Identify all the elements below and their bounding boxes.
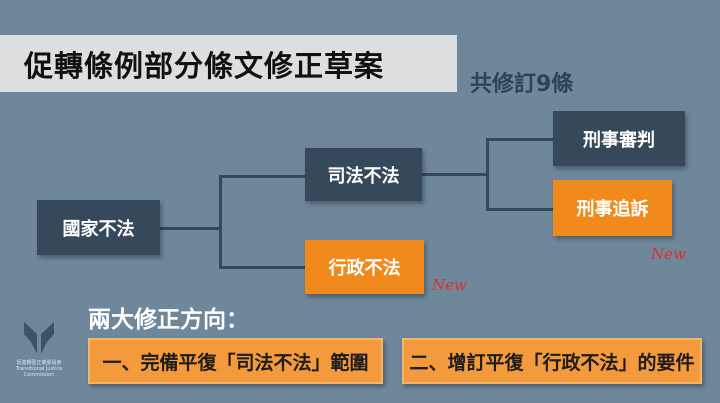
commission-logo: 促進轉型正義委員會 Transitional Justice Commissio… [14,320,64,378]
node-criminal-trial: 刑事審判 [553,111,685,166]
connector [422,173,487,176]
new-label: New [432,276,467,294]
node-criminal-prosecution: 刑事追訴 [553,180,672,236]
page-title: 促轉條例部分條文修正草案 [0,35,457,92]
logo-text-zh: 促進轉型正義委員會 [16,360,62,366]
node-administrative-injustice: 行政不法 [305,240,424,294]
connector [486,208,553,211]
logo-text-en: Transitional Justice Commission [15,366,63,378]
connector [219,175,305,178]
direction-1: 一、完備平復「司法不法」範圍 [88,338,383,384]
amendment-count: 共修訂9條 [470,72,574,97]
connector [219,266,305,269]
node-state-injustice: 國家不法 [37,200,160,255]
new-label: New [651,245,686,263]
direction-2: 二、增訂平復「行政不法」的要件 [402,338,702,384]
connector [486,138,489,210]
connector [219,175,222,268]
directions-heading: 兩大修正方向： [88,307,249,333]
connector [486,138,553,141]
butterfly-icon [24,322,54,354]
connector [160,227,220,230]
node-judicial-injustice: 司法不法 [305,148,422,201]
